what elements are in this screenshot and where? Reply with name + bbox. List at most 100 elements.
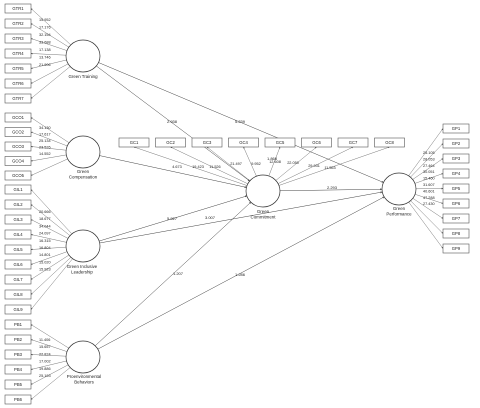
path-gil-to-gc	[99, 195, 247, 242]
indicator-box-gc5[interactable]	[264, 137, 296, 148]
indicator-label: GTR5	[12, 66, 24, 71]
indicator-box-gtr1[interactable]	[4, 3, 32, 14]
path-gt-to-gc	[96, 65, 250, 182]
loading-value: 15.923	[39, 268, 51, 272]
path-gco-to-gc	[99, 155, 247, 188]
loading-value: 11.553	[324, 166, 335, 170]
indicator-label: GIL8	[13, 292, 23, 297]
indicator-label: GP3	[452, 156, 461, 161]
indicator-link-gtr1	[30, 8, 71, 46]
indicator-link-gil6	[30, 251, 68, 265]
indicator-box-gp2[interactable]	[442, 138, 470, 149]
indicator-box-gil3[interactable]	[4, 214, 32, 225]
indicator-label: GP9	[452, 246, 461, 251]
indicator-box-gtr2[interactable]	[4, 18, 32, 29]
loading-value: 14.801	[39, 253, 51, 257]
indicator-box-gco5[interactable]	[4, 170, 32, 181]
construct-gt[interactable]	[65, 39, 101, 73]
indicator-box-gtr5[interactable]	[4, 63, 32, 74]
construct-gil[interactable]	[65, 229, 101, 263]
indicator-box-pb4[interactable]	[4, 364, 32, 375]
indicator-box-gp9[interactable]	[442, 243, 470, 254]
indicator-box-gc8[interactable]	[374, 137, 405, 148]
indicator-box-gc6[interactable]	[301, 137, 332, 148]
indicator-box-gp7[interactable]	[442, 213, 470, 224]
indicator-box-gc1[interactable]	[118, 137, 150, 148]
construct-label: Green Inclusive	[67, 264, 98, 269]
indicator-box-gil1[interactable]	[4, 184, 32, 195]
path-gil-to-gp	[99, 191, 383, 244]
indicator-box-gil6[interactable]	[4, 259, 32, 270]
indicator-link-gil7	[30, 254, 70, 280]
loading-value: 22.824	[39, 352, 51, 356]
loading-value: 11.526	[209, 165, 220, 169]
path-coefficient: 1.207	[173, 271, 184, 276]
indicator-box-gco3[interactable]	[4, 141, 32, 152]
indicator-box-gtr4[interactable]	[4, 48, 32, 59]
indicator-label: PB5	[14, 382, 23, 387]
construct-gc[interactable]	[245, 174, 281, 208]
indicator-link-gco5	[30, 158, 68, 176]
loading-value: 17.176	[39, 26, 51, 30]
construct-pb[interactable]	[65, 340, 101, 374]
indicator-box-gil8[interactable]	[4, 289, 32, 300]
indicator-label: GC4	[239, 140, 248, 145]
indicator-box-gp1[interactable]	[442, 123, 470, 134]
indicator-box-pb2[interactable]	[4, 334, 32, 345]
indicator-label: GIL9	[13, 307, 23, 312]
indicator-link-gp2	[410, 143, 444, 178]
indicator-label: GIL6	[13, 262, 23, 267]
indicator-box-gp8[interactable]	[442, 228, 470, 239]
indicator-box-gc2[interactable]	[155, 137, 186, 148]
indicator-box-pb5[interactable]	[4, 379, 32, 390]
indicator-label: GTR3	[12, 36, 24, 41]
loading-value: 23.526	[39, 146, 51, 150]
indicator-link-gtr4	[30, 52, 67, 56]
indicator-box-gil5[interactable]	[4, 244, 32, 255]
indicator-box-gtr3[interactable]	[4, 33, 32, 44]
indicator-box-gp5[interactable]	[442, 183, 470, 194]
path-gc-to-gp	[279, 188, 383, 192]
indicator-box-gco4[interactable]	[4, 156, 32, 166]
indicator-box-gp4[interactable]	[442, 168, 470, 179]
indicator-link-gtr6	[30, 63, 69, 84]
indicator-box-gco2[interactable]	[4, 127, 32, 137]
loading-value: 25.193	[39, 374, 51, 378]
indicator-box-gtr6[interactable]	[4, 78, 32, 89]
indicator-link-gil1	[30, 189, 73, 235]
indicator-box-pb1[interactable]	[4, 319, 32, 330]
loading-value: 24.097	[39, 232, 51, 236]
indicator-link-gco3	[30, 145, 67, 151]
indicator-link-gc3	[206, 146, 251, 181]
indicator-box-gc3[interactable]	[191, 137, 223, 148]
construct-label: Green Training	[68, 74, 98, 79]
indicator-box-gil4[interactable]	[4, 229, 32, 240]
indicator-label: GC1	[130, 140, 139, 145]
indicator-box-gil9[interactable]	[4, 304, 32, 315]
loading-value: 34.044	[39, 224, 51, 228]
loading-value: 34.130	[39, 126, 51, 130]
indicator-box-gil2[interactable]	[4, 199, 32, 210]
loading-value: 18.677	[39, 217, 51, 221]
indicator-box-gp6[interactable]	[442, 198, 470, 209]
indicator-box-gtr7[interactable]	[4, 93, 32, 104]
indicator-link-gil3	[30, 219, 69, 239]
indicator-label: GCO1	[12, 115, 25, 120]
indicator-box-gco1[interactable]	[4, 112, 32, 123]
construct-gp[interactable]	[381, 172, 417, 206]
loading-value: 21.906	[39, 63, 51, 67]
nodes-layer: GTR1GTR2GTR3GTR4GTR5GTR6GTR715.95217.176…	[4, 3, 470, 405]
indicator-box-gp3[interactable]	[442, 153, 470, 164]
indicator-label: GC8	[385, 140, 394, 145]
indicator-box-gil7[interactable]	[4, 274, 32, 285]
construct-gco[interactable]	[65, 135, 101, 169]
indicator-box-gc7[interactable]	[337, 137, 369, 148]
indicator-link-gp4	[414, 173, 444, 184]
indicator-box-pb6[interactable]	[4, 394, 32, 405]
indicator-box-gc4[interactable]	[228, 137, 259, 148]
loading-value: 15.952	[39, 18, 51, 22]
loading-value: 9.952	[251, 162, 261, 166]
indicator-box-pb3[interactable]	[4, 349, 32, 360]
indicator-label: GP5	[452, 186, 461, 191]
